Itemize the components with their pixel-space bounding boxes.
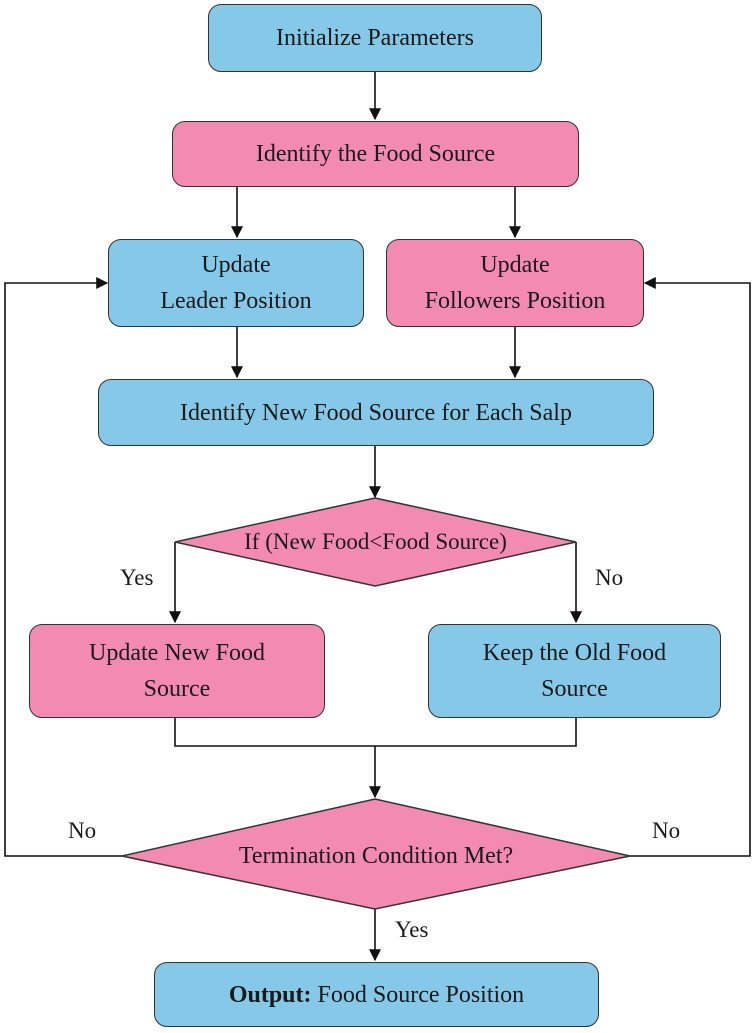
output-label-bold: Output:	[228, 981, 312, 1008]
termination-no-right-label: No	[652, 818, 681, 843]
update-new-food-source-line1: Update New Food	[89, 640, 265, 666]
loop-right-to-followers	[630, 277, 751, 857]
update-leader-line2: Leader Position	[160, 288, 312, 314]
update-followers-line1: Update	[480, 252, 550, 278]
update-new-food-source-box: Update New Food Source	[29, 624, 325, 718]
update-new-food-source-line2: Source	[143, 676, 211, 702]
identify-new-food-source-text: Identify New Food Source for Each Salp	[180, 399, 572, 426]
update-leader-line1: Update	[201, 252, 271, 278]
initialize-parameters-text: Initialize Parameters	[276, 25, 474, 51]
keep-old-food-source-line1: Keep the Old Food	[482, 640, 667, 666]
update-followers-box: Update Followers Position	[386, 239, 644, 327]
termination-yes-label: Yes	[395, 917, 429, 942]
termination-diamond	[121, 798, 631, 910]
loop-left-to-leader	[4, 277, 122, 857]
termination-no-left-label: No	[68, 818, 97, 843]
merge-line	[174, 718, 577, 747]
output-text: Output: Food Source Position	[229, 977, 524, 1013]
update-followers-line2: Followers Position	[424, 288, 606, 314]
keep-old-food-source-box: Keep the Old Food Source	[428, 624, 721, 718]
decision-yes-label: Yes	[120, 565, 154, 590]
keep-old-food-source-line2: Source	[541, 676, 608, 702]
termination-text: Termination Condition Met?	[238, 843, 514, 869]
output-label-rest: Food Source Position	[311, 981, 525, 1008]
update-leader-box: Update Leader Position	[108, 239, 364, 327]
identify-food-source-text: Identify the Food Source	[255, 141, 496, 167]
identify-new-food-source-box: Identify New Food Source for Each Salp	[98, 379, 654, 446]
identify-food-source-box: Identify the Food Source	[172, 121, 579, 187]
decision-no-label: No	[595, 565, 624, 590]
output-box: Output: Food Source Position	[154, 962, 599, 1027]
decision-text: If (New Food<Food Source)	[244, 529, 507, 554]
decision-diamond	[174, 497, 577, 587]
initialize-parameters-box: Initialize Parameters	[208, 4, 542, 72]
